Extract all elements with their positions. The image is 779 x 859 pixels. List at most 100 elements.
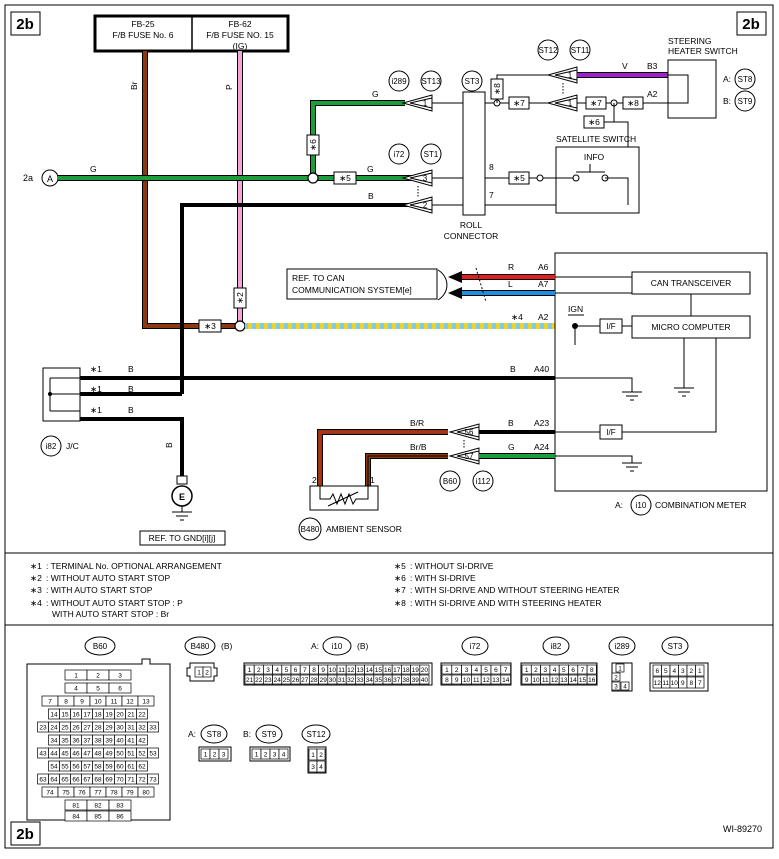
conn-b60-badge (439, 470, 461, 492)
legend-ST3-pin-label: 12 (654, 680, 662, 687)
legend-B60-pin-label: 45 (61, 751, 69, 758)
conn-b480-label: B480 (301, 525, 320, 534)
sat-switch-out (605, 177, 629, 205)
conn-i82-badge (40, 435, 62, 457)
legend-B60-pin-label: 49 (105, 751, 113, 758)
legend-i10-pin-label: 2 (257, 667, 261, 674)
legend-i10-pin-label: 34 (366, 677, 374, 684)
legend-B60-pin-label: 34 (50, 738, 58, 745)
fuse-fb62-sub: (IG) (233, 41, 248, 51)
legend-B60-pin-label: 16 (72, 712, 80, 719)
legend-i82-pin-label: 9 (525, 677, 529, 684)
roll-connector (462, 91, 486, 216)
legend-st9-badge (255, 724, 283, 744)
legend-ST3-pin-label: 6 (655, 668, 659, 675)
legend-B60-pin-label: 25 (61, 725, 69, 732)
marker-m1-b: ∗1 (90, 384, 102, 394)
legend-i10-pin-label: 39 (412, 677, 420, 684)
legend-i10-pin-label: 3 (266, 667, 270, 674)
fuse-fb25-id: FB-25 (131, 19, 154, 29)
legend-i82-pin-label: 13 (560, 677, 568, 684)
legend-i82-pin-label: 8 (590, 667, 594, 674)
legend-ST3-pin-label: 9 (681, 680, 685, 687)
legend-B60-pin-label: 80 (142, 790, 150, 797)
marker-m8-right: ∗8 (627, 98, 639, 108)
legend-b480-title: B480 (191, 642, 210, 651)
wire-label-g-a24: G (508, 442, 515, 452)
legend-B60-pin-label: 70 (116, 777, 124, 784)
legend-ST9-pin-label: 1 (255, 752, 259, 759)
legend-ST9-pin-label: 4 (282, 752, 286, 759)
legend-B60-pin-label: 79 (126, 790, 134, 797)
legend-B60-pin-label: 73 (149, 777, 157, 784)
legend-B60-pin-73 (147, 773, 159, 785)
if-label-a23: I/F (606, 428, 615, 437)
legend-B60-pin-label: 17 (83, 712, 91, 719)
pin-a24: A24 (534, 442, 549, 452)
conn-i72-badge (388, 143, 410, 165)
satellite-switch (555, 146, 640, 214)
legend-i10-pin-label: 18 (402, 667, 410, 674)
legend-i82-pin-label: 10 (532, 677, 540, 684)
fuse-fb62-id: FB-62 (228, 19, 251, 29)
conn-st8-label: ST8 (738, 75, 753, 84)
marker-m5-left: ∗5 (339, 173, 351, 183)
marker-m5-right: ∗5 (513, 173, 525, 183)
ground-lug (176, 475, 188, 485)
legend-B60-pin-label: 38 (94, 738, 102, 745)
legend-ST12-pin-label: 3 (311, 764, 315, 771)
meter-label: COMBINATION METER (655, 500, 746, 510)
conn-i112-label: i112 (476, 477, 491, 486)
legend-i10-pin-label: 37 (393, 677, 401, 684)
legend-B60-pin-label: 83 (116, 803, 124, 810)
legend-i10-pin-label: 7 (303, 667, 307, 674)
pin-a40: A40 (534, 364, 549, 374)
legend-B60-pin-label: 20 (116, 712, 124, 719)
roll-connector-label-1: ROLL (460, 220, 482, 230)
legend-B480-pin-label: 2 (205, 670, 209, 677)
legend-B60-pin-label: 53 (149, 751, 157, 758)
wire-b-i72 (180, 203, 410, 378)
legend-b60-badge (84, 636, 116, 656)
marker-box-m8-top (490, 78, 504, 100)
ref-gnd-box (139, 530, 226, 546)
legend-B60-pin-3 (108, 669, 132, 681)
legend-B60-pin-label: 61 (127, 764, 135, 771)
legend-b480-badge (184, 636, 216, 656)
legend-i10-pin-label: 20 (421, 667, 429, 674)
splice-green (307, 172, 319, 184)
legend-B60-pin-label: 60 (116, 764, 124, 771)
marker-box-m7-mid (585, 96, 607, 110)
legend-B60-pin-80 (137, 786, 155, 798)
legend-ST9-pin-label: 3 (273, 752, 277, 759)
wire-label-b-jc1: B (128, 364, 134, 374)
legend-B60-pin-label: 9 (80, 699, 84, 706)
marker-m1-c: ∗1 (90, 405, 102, 415)
legend-B60-pin-6 (108, 682, 132, 694)
note-7-mark: ∗7 (394, 585, 406, 595)
legend-ST3-pin-label: 10 (671, 680, 679, 687)
section-label-right (736, 11, 767, 36)
legend-B60-pin-label: 50 (116, 751, 124, 758)
legend-B60-pin-label: 55 (61, 764, 69, 771)
pin-st12-1-label: 1 (568, 71, 573, 80)
legend-i10-suffix: (B) (357, 641, 369, 651)
note-5-text: : WITHOUT SI-DRIVE (410, 561, 494, 571)
legend-ST12-pin-2 (316, 748, 326, 761)
legend-i82-pin-label: 4 (553, 667, 557, 674)
conn-b480-badge (298, 517, 322, 541)
meter-prefix: A: (615, 500, 623, 510)
conn-i289-badge (388, 70, 410, 92)
wire-label-b-jc2: B (128, 384, 134, 394)
legend-B60-pin-label: 59 (105, 764, 113, 771)
legend-B60-pin-label: 13 (142, 699, 150, 706)
legend-i10-pin-label: 14 (366, 667, 374, 674)
pin-roll-8: 8 (489, 162, 494, 172)
legend-B60-pin-label: 57 (83, 764, 91, 771)
note-5-mark: ∗5 (394, 561, 406, 571)
legend-B60-pin-label: 15 (61, 712, 69, 719)
marker-m6-right: ∗6 (588, 117, 600, 127)
wire-label-l: L (508, 279, 513, 289)
